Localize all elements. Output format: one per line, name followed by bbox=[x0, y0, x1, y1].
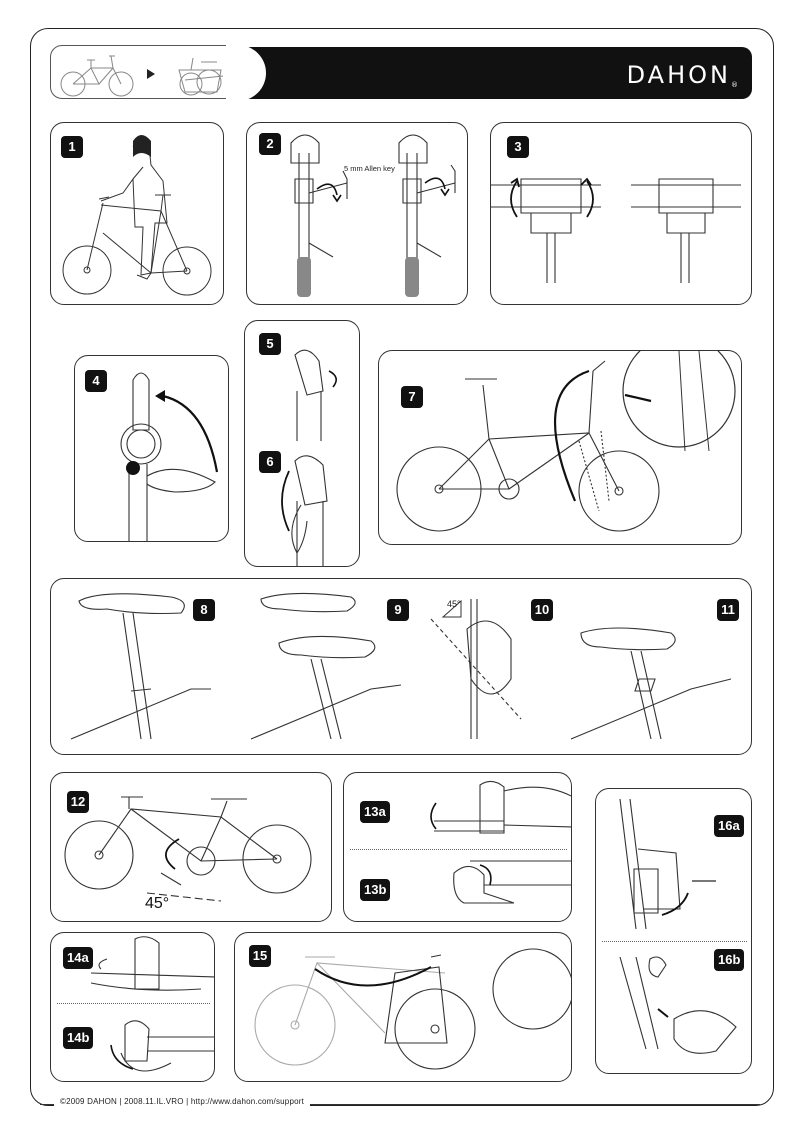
footer-text: ©2009 DAHON | 2008.11.IL.VRO | http://ww… bbox=[54, 1097, 311, 1106]
panel-step-1: 1 bbox=[50, 122, 224, 305]
step-badge: 15 bbox=[249, 945, 271, 967]
step-badge: 13a bbox=[360, 801, 390, 823]
dahon-logo: DAHON® bbox=[626, 61, 738, 89]
panel-step-3: 3 bbox=[490, 122, 752, 305]
handlebar-fold-illustration bbox=[90, 936, 214, 1072]
step-badge: 13b bbox=[360, 879, 391, 901]
step-badge: 11 bbox=[717, 599, 739, 621]
step-badge: 5 bbox=[259, 333, 281, 355]
angle-label: 45° bbox=[447, 599, 461, 609]
panel-step-2: 2 bbox=[246, 122, 468, 305]
header-bar: DAHON® bbox=[226, 45, 752, 101]
divider bbox=[350, 849, 567, 850]
stem-allen-key-illustration bbox=[290, 134, 456, 297]
header-thumbnails bbox=[50, 45, 240, 99]
angle-label: 45° bbox=[145, 895, 170, 912]
panel-step-5-6: 5 6 bbox=[244, 320, 360, 567]
allen-key-label: 5 mm Allen key bbox=[344, 164, 395, 173]
panel-step-16: 16a 16b bbox=[595, 788, 752, 1074]
divider bbox=[57, 1003, 210, 1004]
handle-fold-illustration bbox=[430, 780, 571, 904]
step-badge: 3 bbox=[507, 136, 529, 158]
panel-step-7: 7 bbox=[378, 350, 742, 545]
step-badge: 9 bbox=[387, 599, 409, 621]
step-badge: 10 bbox=[531, 599, 553, 621]
panel-step-4: 4 bbox=[74, 355, 229, 542]
step-badge: 1 bbox=[61, 136, 83, 158]
stem-clamp-illustration bbox=[491, 177, 741, 283]
step-badge: 7 bbox=[401, 386, 423, 408]
person-with-bike-illustration bbox=[62, 135, 212, 296]
bike-unfolded-icon bbox=[60, 55, 224, 97]
step-badge: 6 bbox=[259, 451, 281, 473]
handlebar-latch-illustration bbox=[120, 372, 219, 541]
panel-step-15: 15 bbox=[234, 932, 572, 1082]
panel-step-8-11: 8 9 10 11 45° bbox=[50, 578, 752, 755]
panel-step-12: 12 45° bbox=[50, 772, 332, 922]
fold-frame-illustration bbox=[396, 351, 736, 532]
panel-step-14: 14a 14b bbox=[50, 932, 215, 1082]
header: DAHON® bbox=[50, 45, 752, 101]
step-badge: 16a bbox=[714, 815, 744, 837]
folded-bike-illustration bbox=[254, 948, 571, 1070]
step-badge: 14b bbox=[63, 1027, 94, 1049]
panel-step-13: 13a 13b bbox=[343, 772, 572, 922]
step-badge: 14a bbox=[63, 947, 93, 969]
step-badge: 4 bbox=[85, 370, 107, 392]
step-badge: 12 bbox=[67, 791, 89, 813]
saddle-adjust-illustration bbox=[70, 592, 732, 740]
pedal-fold-illustration bbox=[64, 796, 312, 902]
step-badge: 8 bbox=[193, 599, 215, 621]
step-badge: 16b bbox=[714, 949, 745, 971]
pedal-release-illustration bbox=[619, 798, 737, 1054]
stem-lever-illustration bbox=[281, 349, 337, 566]
footer-rule bbox=[40, 1104, 760, 1105]
arrow-right-icon bbox=[147, 69, 155, 79]
divider bbox=[602, 941, 747, 942]
bike-folded-icon bbox=[178, 57, 224, 96]
step-badge: 2 bbox=[259, 133, 281, 155]
instruction-sheet bbox=[30, 28, 774, 1106]
